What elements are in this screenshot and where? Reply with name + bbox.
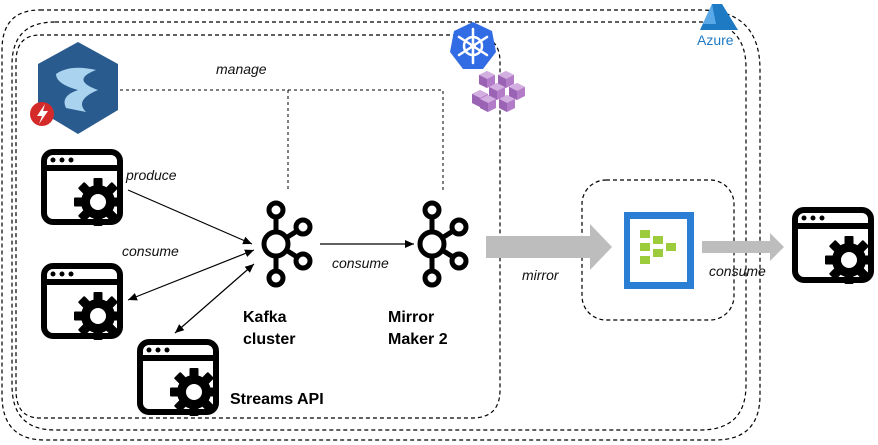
- streams-arrow: [174, 263, 255, 334]
- consume-label-mirror: consume: [332, 255, 389, 271]
- mirror-maker-label-2: Maker 2: [388, 331, 448, 348]
- azure-label: Azure: [697, 32, 734, 48]
- kafka-namespace-boundary: [15, 34, 501, 419]
- consume-label-event-hubs: consume: [709, 263, 766, 279]
- consumer-app-icon: [44, 266, 122, 340]
- mirror-label: mirror: [522, 267, 560, 283]
- manage-label: manage: [216, 61, 267, 77]
- consume-label-app: consume: [122, 243, 179, 259]
- producer-app-icon: [44, 152, 122, 226]
- azure-logo-icon: [700, 4, 738, 30]
- strimzi-operator-icon: [30, 42, 118, 134]
- kafka-cluster-label-1: Kafka: [243, 309, 287, 326]
- kubernetes-boundary: [11, 21, 747, 431]
- produce-arrow: [127, 189, 253, 245]
- azure-boundary: [1, 9, 761, 441]
- mirror-maker-label-1: Mirror: [388, 309, 434, 326]
- mirror-arrow: [486, 224, 612, 270]
- produce-label: produce: [125, 167, 177, 183]
- aks-cubes-icon: [472, 71, 525, 112]
- streams-api-label: Streams API: [230, 391, 324, 408]
- event-hubs-consume-arrow: [702, 233, 784, 261]
- kubernetes-icon: [450, 22, 496, 69]
- mirror-maker-icon: [420, 203, 466, 285]
- external-consumer-app-icon: [795, 210, 873, 284]
- manage-line: [120, 89, 444, 192]
- kafka-cluster-label-2: cluster: [243, 331, 295, 348]
- streams-app-icon: [140, 342, 218, 416]
- kafka-cluster-icon: [264, 203, 310, 285]
- event-hubs-icon: [624, 212, 694, 289]
